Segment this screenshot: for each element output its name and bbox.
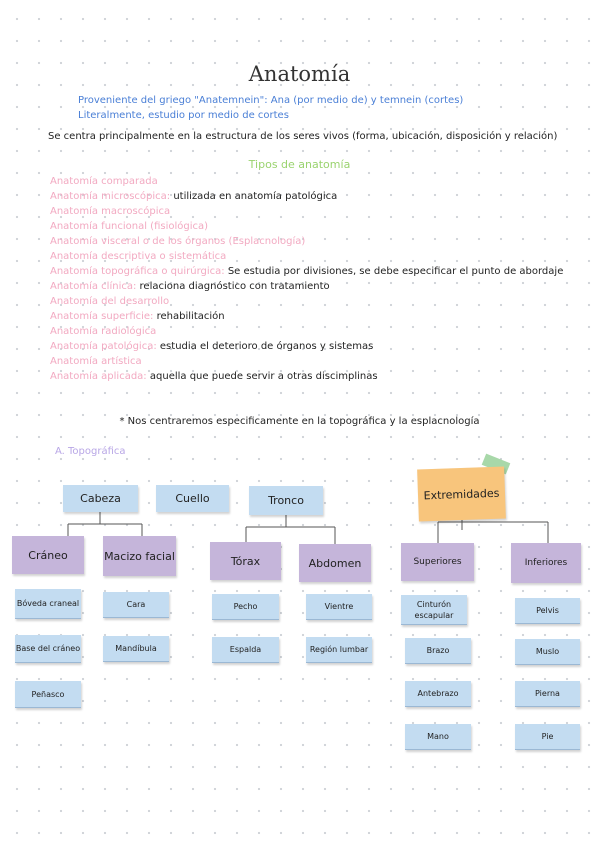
list-item: Anatomía aplicada: aquella que puede ser…: [50, 371, 378, 382]
list-item: Anatomía descriptiva o sistemática: [50, 251, 227, 262]
list-item: Anatomía funcional (fisiológica): [50, 221, 209, 232]
abdomen-note: Abdomen: [299, 544, 371, 582]
list-item: Anatomía del desarrollo: [50, 296, 170, 307]
superiores-note: Superiores: [401, 543, 474, 581]
types-list: Anatomía comparada Anatomía microscópica…: [50, 174, 563, 384]
list-item: Anatomía clínica: relaciona diagnóstico …: [50, 281, 330, 292]
cuello-note: Cuello: [156, 485, 229, 512]
pelvis-note: Pelvis: [515, 598, 580, 624]
list-item: Anatomía radiológica: [50, 326, 157, 337]
list-item: Anatomía comparada: [50, 176, 158, 187]
cabeza-note: Cabeza: [63, 485, 138, 512]
pie-note: Pie: [515, 724, 580, 750]
espalda-note: Espalda: [212, 637, 279, 663]
brazo-note: Brazo: [405, 638, 471, 664]
muslo-note: Muslo: [515, 639, 580, 665]
mano-note: Mano: [405, 724, 471, 750]
types-heading: Tipos de anatomía: [248, 158, 351, 171]
boveda-craneal-note: Bóveda craneal: [15, 589, 81, 619]
cinturon-escapular-note: Cinturón escapular: [401, 595, 467, 625]
list-item: Anatomía microscópica: utilizada en anat…: [50, 191, 338, 202]
base-craneo-note: Base del cráneo: [15, 635, 81, 663]
antebrazo-note: Antebrazo: [405, 681, 471, 707]
region-lumbar-note: Región lumbar: [306, 637, 372, 663]
inferiores-note: Inferiores: [511, 543, 581, 583]
list-item: Anatomía topográfica o quirúrgica: Se es…: [50, 266, 564, 277]
etymology-line-1: Proveniente del griego "Anatemnein": Ana…: [78, 95, 464, 106]
page-title: Anatomía: [248, 62, 351, 86]
vientre-note: Vientre: [306, 594, 372, 620]
penasco-note: Peñasco: [15, 681, 81, 708]
mandibula-note: Mandíbula: [103, 636, 169, 662]
craneo-note: Cráneo: [12, 536, 84, 574]
pierna-note: Pierna: [515, 681, 580, 707]
focus-note: * Nos centraremos especificamente en la …: [119, 416, 480, 427]
list-item: Anatomía artística: [50, 356, 142, 367]
list-item: Anatomía superficie: rehabilitación: [50, 311, 225, 322]
tronco-note: Tronco: [249, 486, 323, 515]
extremidades-note: Extremidades: [417, 466, 506, 522]
list-item: Anatomía patológica: estudia el deterior…: [50, 341, 374, 352]
etymology-line-2: Literalmente, estudio por medio de corte…: [78, 110, 289, 121]
torax-note: Tórax: [210, 542, 281, 580]
pecho-note: Pecho: [212, 594, 279, 620]
intro-text: Se centra principalmente en la estructur…: [48, 131, 558, 142]
list-item: Anatomía macroscópica: [50, 206, 171, 217]
cara-note: Cara: [103, 592, 169, 618]
list-item: Anatomía visceral o de los órganos (Espl…: [50, 236, 306, 247]
section-label: A. Topográfica: [55, 446, 126, 457]
macizo-facial-note: Macizo facial: [103, 536, 176, 576]
